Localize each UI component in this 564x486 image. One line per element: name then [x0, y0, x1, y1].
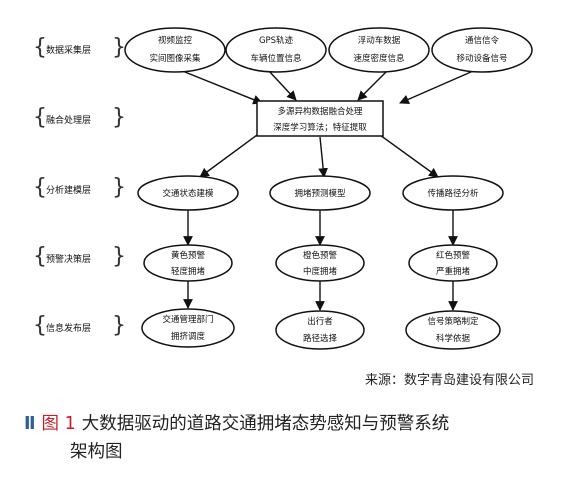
- arrow-fusion-to-analysis-1: [199, 134, 258, 178]
- fusion-line2: 深度学习算法；特征提取: [273, 122, 367, 133]
- arrow-collection-3-to-fusion: [357, 69, 389, 101]
- svg-text:{: {: [33, 313, 47, 338]
- svg-text:}: }: [112, 35, 126, 60]
- layer-label-text: 预警决策层: [46, 253, 91, 265]
- node-line2: 拥挤调度: [171, 331, 206, 342]
- svg-text:{: {: [33, 175, 47, 200]
- analysis-node-traffic-state: 交通状态建模: [137, 175, 239, 211]
- layer-label-text: 数据采集层: [46, 44, 91, 56]
- warning-node-red: 红色预警 严重拥堵: [408, 244, 498, 282]
- publish-node-traffic-management: 交通管理部门 拥挤调度: [141, 308, 235, 348]
- node-line1: 浮动车数据: [358, 35, 401, 46]
- caption-marker: Ⅱ: [24, 414, 36, 434]
- warning-node-yellow: 黄色预警 轻度拥堵: [143, 244, 233, 282]
- arrow-fusion-to-analysis-3: [379, 134, 439, 178]
- node-line2: 实间图像采集: [149, 53, 201, 64]
- node-line1: GPS轨迹: [259, 35, 294, 46]
- collection-node-video: 视频监控 实间图像采集: [124, 27, 226, 73]
- publish-node-traveler: 出行者 路径选择: [275, 310, 365, 350]
- node-line2: 科学依据: [436, 333, 471, 344]
- layer-label-text: 融合处理层: [46, 114, 91, 126]
- analysis-node-congestion-prediction: 拥堵预测模型: [269, 175, 371, 211]
- node-line2: 移动设备信号: [456, 53, 507, 64]
- node-line1: 黄色预警: [171, 250, 206, 261]
- layer-label-collection: { 数据采集层 }: [33, 35, 126, 60]
- layer-label-publish: { 信息发布层 }: [33, 313, 126, 338]
- connector-arrows: [174, 67, 481, 311]
- svg-text:}: }: [112, 105, 126, 130]
- arrow-collection-1-to-fusion: [174, 67, 263, 105]
- svg-text:}: }: [112, 175, 126, 200]
- arrow-collection-4-to-fusion: [399, 67, 481, 104]
- svg-text:}: }: [112, 313, 126, 338]
- node-line1: 传播路径分析: [427, 188, 479, 199]
- source-note: 来源：数字青岛建设有限公司: [364, 373, 534, 388]
- collection-node-gps: GPS轨迹 车辆位置信息: [225, 27, 327, 73]
- node-line1: 交通状态建模: [162, 188, 214, 199]
- fusion-box: 多源异构数据融合处理 深度学习算法；特征提取: [256, 100, 384, 137]
- svg-text:{: {: [33, 244, 47, 269]
- arrow-fusion-to-analysis-2: [318, 136, 328, 178]
- node-line1: 视频监控: [158, 35, 193, 46]
- layer-label-warning: { 预警决策层 }: [33, 244, 126, 269]
- caption-line2: 架构图: [70, 442, 123, 462]
- node-line1: 红色预警: [436, 250, 471, 261]
- layer-labels: { 数据采集层 } { 融合处理层 } { 分析建模层 } { 预警决策层 } …: [33, 35, 126, 338]
- publish-node-signal-strategy: 信号策略制定 科学依据: [405, 310, 501, 350]
- arrow-collection-2-to-fusion: [267, 69, 297, 101]
- caption-line1: 大数据驱动的道路交通拥堵态势感知与预警系统: [81, 414, 450, 434]
- figure-number: 图 1: [41, 414, 76, 434]
- layer-label-analysis: { 分析建模层 }: [33, 175, 126, 200]
- node-line1: 橙色预警: [303, 250, 338, 261]
- node-line1: 通信信令: [465, 35, 500, 46]
- node-line2: 轻度拥堵: [171, 266, 206, 277]
- layer-label-text: 信息发布层: [46, 322, 91, 334]
- node-line1: 拥堵预测模型: [294, 188, 346, 199]
- node-line2: 中度拥堵: [303, 266, 338, 277]
- svg-text:{: {: [33, 105, 47, 130]
- layer-label-fusion: { 融合处理层 }: [33, 105, 126, 130]
- node-line1: 信号策略制定: [427, 316, 479, 327]
- node-line2: 路径选择: [303, 333, 338, 344]
- warning-node-orange: 橙色预警 中度拥堵: [275, 244, 365, 282]
- node-line1: 交通管理部门: [162, 314, 213, 325]
- svg-text:}: }: [112, 244, 126, 269]
- fusion-line1: 多源异构数据融合处理: [277, 106, 363, 117]
- collection-node-signaling: 通信信令 移动设备信号: [431, 27, 533, 73]
- analysis-layer-nodes: 交通状态建模 拥堵预测模型 传播路径分析: [137, 175, 504, 211]
- architecture-diagram: { 数据采集层 } { 融合处理层 } { 分析建模层 } { 预警决策层 } …: [33, 27, 533, 350]
- node-line1: 出行者: [307, 316, 333, 327]
- svg-text:{: {: [33, 35, 47, 60]
- node-line2: 车辆位置信息: [250, 53, 302, 64]
- collection-node-floating-car: 浮动车数据 速度密度信息: [328, 27, 430, 73]
- node-line2: 严重拥堵: [436, 266, 471, 277]
- layer-label-text: 分析建模层: [46, 184, 91, 196]
- warning-layer-nodes: 黄色预警 轻度拥堵 橙色预警 中度拥堵 红色预警 严重拥堵: [143, 244, 498, 282]
- node-line2: 速度密度信息: [353, 53, 405, 64]
- publish-layer-nodes: 交通管理部门 拥挤调度 出行者 路径选择 信号策略制定 科学依据: [141, 308, 501, 350]
- collection-layer-nodes: 视频监控 实间图像采集 GPS轨迹 车辆位置信息 浮动车数据 速度密度信息 通信…: [124, 27, 533, 73]
- analysis-node-propagation-path: 传播路径分析: [402, 175, 504, 211]
